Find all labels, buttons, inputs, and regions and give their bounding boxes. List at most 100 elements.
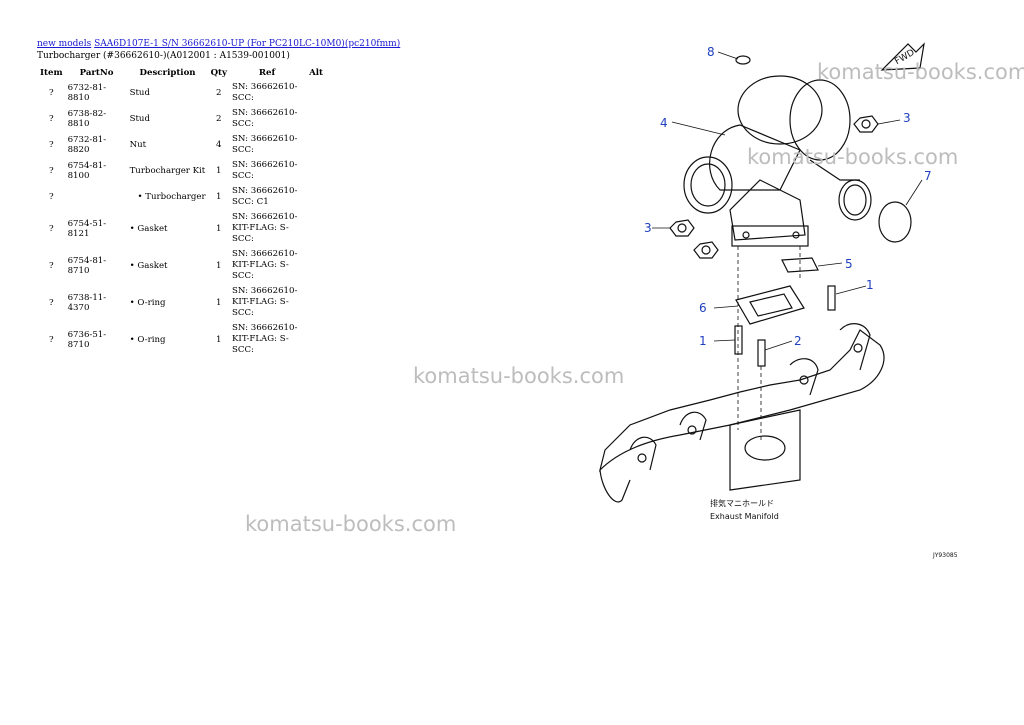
callout-2: 2 — [794, 334, 802, 348]
breadcrumb-link-model[interactable]: SAA6D107E-1 S/N 36662610-UP (For PC210LC… — [94, 39, 401, 49]
cell-item: ? — [48, 297, 54, 308]
cell-description: • Gasket — [129, 260, 168, 271]
cell-qty: 1 — [216, 260, 222, 271]
cell-alt — [304, 158, 328, 184]
breadcrumb: new models SAA6D107E-1 S/N 36662610-UP (… — [37, 39, 400, 49]
cell-ref: SN: 36662610-SCC: — [232, 134, 298, 155]
cell-description: • Gasket — [129, 223, 168, 234]
table-row: ? 6754-81-8710 • Gasket 1 SN: 36662610-K… — [37, 247, 328, 284]
watermark: komatsu-books.com — [747, 145, 959, 169]
cell-item: ? — [48, 223, 54, 234]
watermark: komatsu-books.com — [817, 60, 1024, 84]
cell-item: ? — [48, 88, 54, 98]
breadcrumb-link-new-models[interactable]: new models — [37, 39, 92, 49]
table-row: ? 6754-51-8121 • Gasket 1 SN: 36662610-K… — [37, 210, 328, 247]
cell-ref: SN: 36662610-KIT-FLAG: S-SCC: — [232, 323, 298, 355]
cell-partno: 6732-81-8810 — [67, 83, 107, 103]
table-row: ? 6736-51-8710 • O-ring 1 SN: 36662610-K… — [37, 321, 328, 358]
cell-alt — [304, 284, 328, 321]
nut-top — [853, 115, 879, 133]
cell-item: ? — [48, 260, 54, 271]
cell-alt — [304, 247, 328, 284]
cell-qty: 2 — [216, 88, 222, 98]
studs — [734, 285, 836, 367]
cell-partno: 6738-82-8810 — [67, 109, 107, 129]
manifold-jp-label: 排気マニホールド — [710, 498, 774, 508]
cell-qty: 1 — [216, 223, 222, 234]
callout-1-right: 1 — [866, 278, 874, 292]
cell-ref: SN: 36662610-SCC: — [232, 82, 298, 103]
cell-qty: 1 — [216, 192, 222, 202]
col-header-description: Description — [139, 68, 196, 78]
table-row: ? 6732-81-8810 Stud 2 SN: 36662610-SCC: — [37, 80, 328, 106]
table-row: ? 6738-82-8810 Stud 2 SN: 36662610-SCC: — [37, 106, 328, 132]
cell-ref: SN: 36662610-KIT-FLAG: S-SCC: — [232, 249, 298, 281]
col-header-ref: Ref — [258, 68, 276, 78]
o-ring-large — [878, 201, 912, 243]
manifold-en-label: Exhaust Manifold — [710, 512, 779, 521]
cell-partno — [66, 184, 128, 210]
cell-item: ? — [48, 114, 54, 124]
cell-description: Stud — [129, 114, 150, 124]
o-ring-small — [735, 55, 751, 65]
turbocharger-exploded-diagram: FWD — [598, 42, 958, 559]
cell-item: ? — [48, 166, 54, 176]
turbocharger-body — [683, 75, 872, 247]
callout-1-left: 1 — [699, 334, 707, 348]
cell-qty: 1 — [216, 166, 222, 176]
gasket-small — [781, 257, 819, 273]
cell-description: • O-ring — [129, 334, 166, 345]
cell-ref: SN: 36662610-KIT-FLAG: S-SCC: — [232, 286, 298, 318]
table-row: ? 6738-11-4370 • O-ring 1 SN: 36662610-K… — [37, 284, 328, 321]
table-row: ? 6754-81-8100 Turbocharger Kit 1 SN: 36… — [37, 158, 328, 184]
cell-qty: 1 — [216, 297, 222, 308]
cell-alt — [304, 210, 328, 247]
cell-description: • Turbocharger — [137, 192, 206, 202]
cell-ref: SN: 36662610-SCC: — [232, 160, 298, 181]
cell-partno: 6754-81-8100 — [67, 161, 107, 181]
drawing-code: JY93085 — [932, 552, 958, 559]
col-header-alt: Alt — [309, 68, 323, 78]
col-header-qty: Qty — [210, 68, 228, 78]
cell-partno: 6732-81-8820 — [67, 135, 107, 155]
cell-ref: SN: 36662610-SCC: C1 — [232, 186, 298, 207]
exhaust-manifold — [598, 323, 885, 503]
cell-item: ? — [48, 140, 54, 150]
watermark: komatsu-books.com — [413, 364, 625, 388]
parts-table: Item PartNo Description Qty Ref Alt ? 67… — [37, 66, 328, 358]
callout-5: 5 — [845, 257, 853, 271]
leader-lines — [652, 51, 923, 351]
fwd-arrow-icon: FWD — [880, 42, 925, 71]
table-header-row: Item PartNo Description Qty Ref Alt — [37, 66, 328, 80]
cell-alt — [304, 106, 328, 132]
callout-4: 4 — [660, 116, 668, 130]
cell-description: Turbocharger Kit — [129, 166, 206, 176]
cell-qty: 4 — [216, 140, 222, 150]
cell-item: ? — [48, 192, 54, 202]
cell-qty: 2 — [216, 114, 222, 124]
cell-item: ? — [48, 334, 54, 345]
gasket-large — [735, 285, 805, 325]
cell-alt — [304, 132, 328, 158]
cell-description: Stud — [129, 88, 150, 98]
cell-alt — [304, 321, 328, 358]
nut-mid — [693, 241, 719, 259]
table-row: ? • Turbocharger 1 SN: 36662610-SCC: C1 — [37, 184, 328, 210]
cell-alt — [304, 80, 328, 106]
cell-partno: 6754-81-8710 — [67, 255, 107, 276]
callout-3-left: 3 — [644, 221, 652, 235]
cell-ref: SN: 36662610-SCC: — [232, 108, 298, 129]
cell-alt — [304, 184, 328, 210]
cell-partno: 6736-51-8710 — [67, 329, 107, 350]
guide-lines — [737, 246, 801, 440]
cell-description: • O-ring — [129, 297, 166, 308]
col-header-item: Item — [40, 68, 63, 78]
callout-6: 6 — [699, 301, 707, 315]
watermark: komatsu-books.com — [245, 512, 457, 536]
table-row: ? 6732-81-8820 Nut 4 SN: 36662610-SCC: — [37, 132, 328, 158]
col-header-partno: PartNo — [79, 68, 114, 78]
cell-partno: 6754-51-8121 — [67, 218, 107, 239]
nut-left — [669, 219, 695, 237]
cell-ref: SN: 36662610-KIT-FLAG: S-SCC: — [232, 212, 298, 244]
cell-qty: 1 — [216, 334, 222, 345]
